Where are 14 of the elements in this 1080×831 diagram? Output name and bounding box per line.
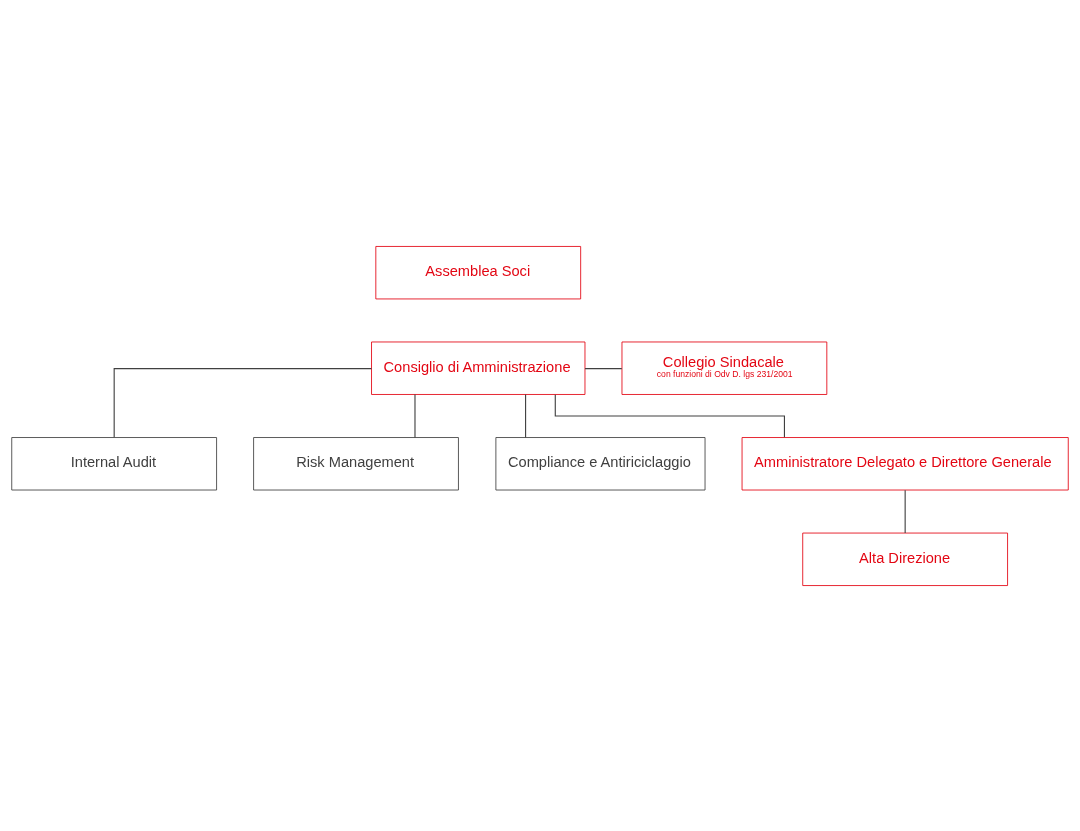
connector <box>113 367 373 438</box>
node-box: Consiglio di Amministrazione <box>371 341 586 395</box>
connector <box>904 489 906 534</box>
node-box: Alta Direzione <box>802 532 1008 586</box>
node-box: Collegio Sindacale con funzioni di Odv D. lgs 231/2001 <box>621 341 828 395</box>
connector <box>554 393 785 438</box>
node-box: Internal Audit <box>11 436 217 490</box>
connector <box>584 367 623 369</box>
connector <box>414 393 416 438</box>
connector <box>525 393 527 438</box>
node-box: Assemblea Soci <box>375 245 582 299</box>
node-box: Compliance e Antiriciclaggio <box>495 436 706 490</box>
node-box: Risk Management <box>253 436 459 490</box>
node-box: Amministratore Delegato e Direttore Generale <box>741 436 1069 490</box>
